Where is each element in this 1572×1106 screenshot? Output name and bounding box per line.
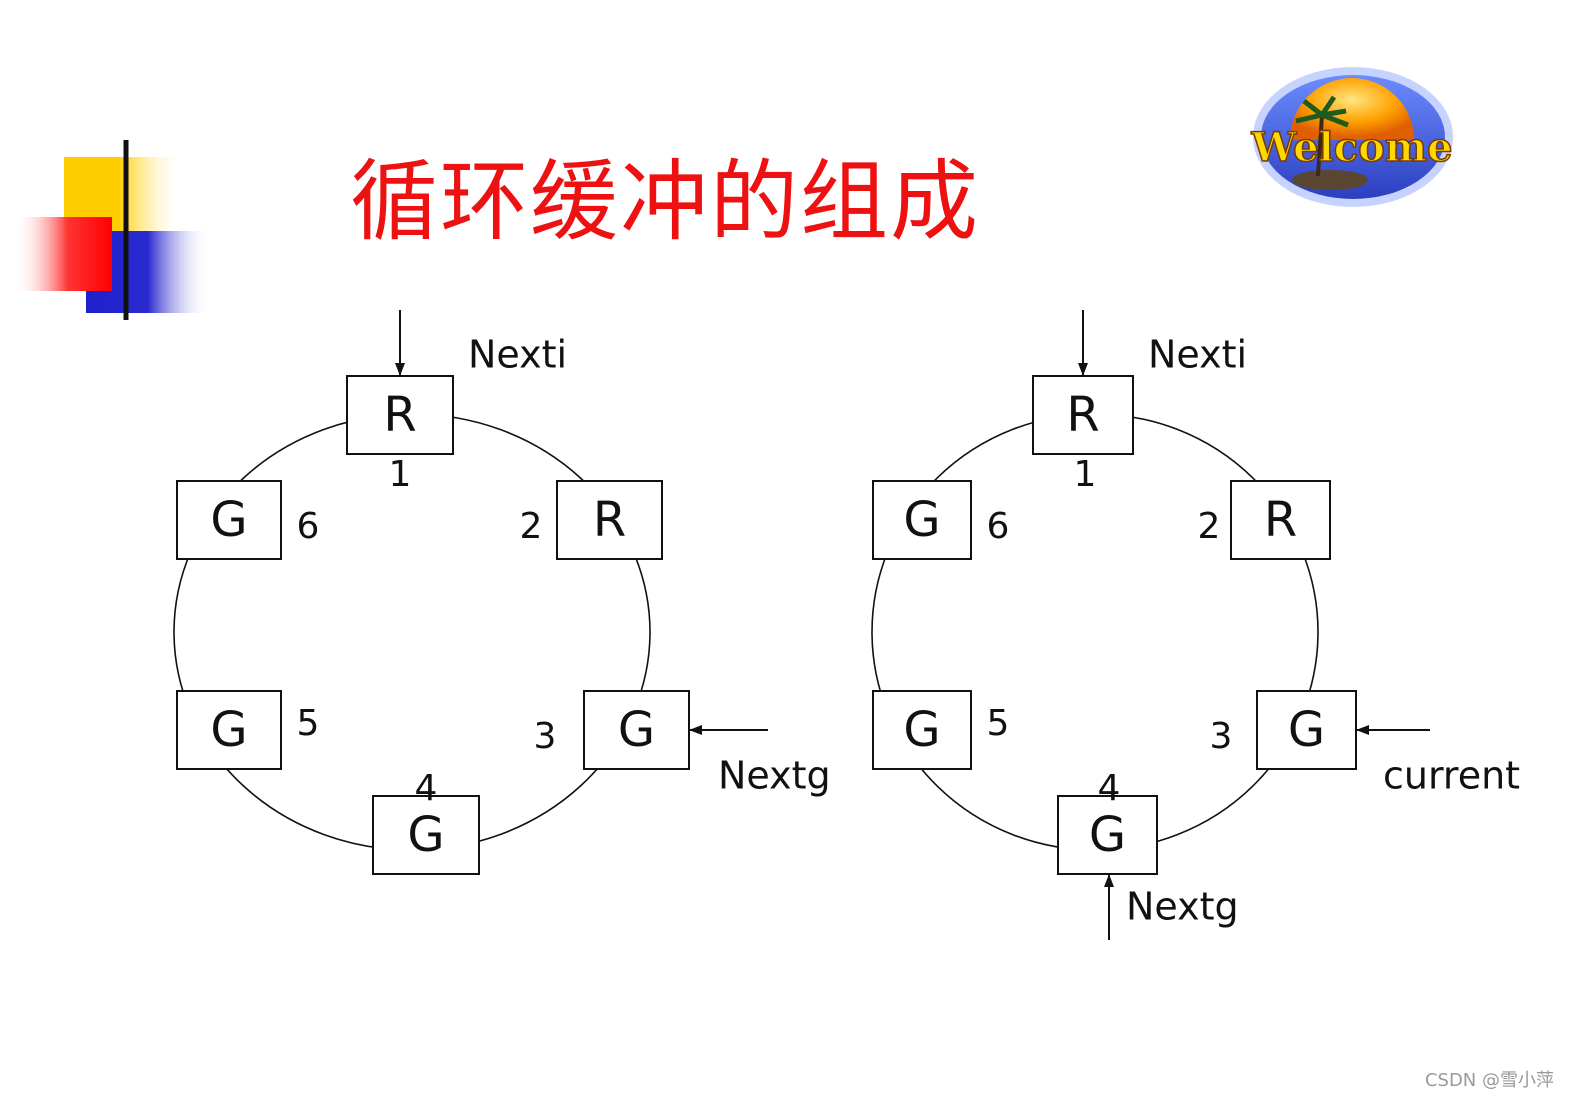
slot-state-label: G (210, 702, 247, 758)
slot-number: 1 (1074, 454, 1097, 495)
pointer-arrow (1104, 874, 1114, 940)
slot-state-label: G (1288, 702, 1325, 758)
slot-box (556, 480, 663, 560)
slot-number: 5 (987, 703, 1010, 744)
pointer-arrow (689, 725, 768, 735)
pointer-label: Nexti (1148, 333, 1247, 377)
welcome-logo: Welcome (1250, 67, 1453, 207)
slot-box (176, 480, 282, 560)
pointer-nextg: Nextg (1104, 874, 1239, 940)
corner-decoration (14, 140, 1460, 320)
pointer-nexti: Nexti (395, 310, 567, 377)
pointer-label: Nextg (1126, 885, 1239, 929)
slide-title: 循环缓冲的组成 (350, 150, 981, 253)
slot-state-label: R (1066, 387, 1099, 443)
pointer-arrow (1356, 725, 1430, 735)
slot-state-label: G (407, 807, 444, 863)
slot-state-label: G (618, 702, 655, 758)
slot-state-label: G (903, 702, 940, 758)
slot-state-label: R (1264, 492, 1297, 548)
slot-state-label: G (210, 492, 247, 548)
slot-number: 1 (389, 454, 412, 495)
slot-box (1256, 690, 1357, 770)
slot-number: 5 (297, 703, 320, 744)
buffer-slot-2: R2 (1198, 480, 1331, 560)
slot-box (872, 690, 972, 770)
slot-number: 2 (1198, 506, 1221, 547)
buffer-slot-4: G4 (372, 768, 480, 875)
slot-box (176, 690, 282, 770)
buffer-slot-3: G3 (534, 690, 690, 770)
slot-box (346, 375, 454, 455)
ring-circle (173, 413, 651, 851)
slot-number: 6 (987, 506, 1010, 547)
slot-state-label: R (593, 492, 626, 548)
pointer-arrow (395, 310, 405, 376)
pointer-current: current (1356, 725, 1520, 798)
welcome-logo-text: Welcome (1250, 124, 1452, 171)
slot-number: 3 (1210, 716, 1233, 757)
buffer-slot-3: G3 (1210, 690, 1357, 770)
pointer-label: Nexti (468, 333, 567, 377)
slot-number: 6 (297, 506, 320, 547)
slot-state-label: G (1089, 807, 1126, 863)
slot-box (1032, 375, 1134, 455)
buffer-slot-4: G4 (1057, 768, 1158, 875)
slot-box (583, 690, 690, 770)
slot-state-label: G (903, 492, 940, 548)
watermark: CSDN @雪小萍 (1424, 1070, 1554, 1091)
pointer-nexti: Nexti (1078, 310, 1247, 377)
slot-number: 4 (415, 768, 438, 809)
slot-number: 2 (520, 506, 543, 547)
slot-box (1230, 480, 1331, 560)
slot-number: 3 (534, 716, 557, 757)
pointer-label: current (1383, 754, 1520, 798)
slot-box (372, 795, 480, 875)
pointer-label: Nextg (718, 754, 831, 798)
buffer-slot-1: R1 (346, 375, 454, 495)
slot-number: 4 (1098, 768, 1121, 809)
pointer-nextg: Nextg (689, 725, 831, 798)
slot-box (872, 480, 972, 560)
slot-state-label: R (383, 387, 416, 443)
buffer-slot-2: R2 (520, 480, 663, 560)
slot-box (1057, 795, 1158, 875)
pointer-arrow (1078, 310, 1088, 376)
buffer-slot-1: R1 (1032, 375, 1134, 495)
